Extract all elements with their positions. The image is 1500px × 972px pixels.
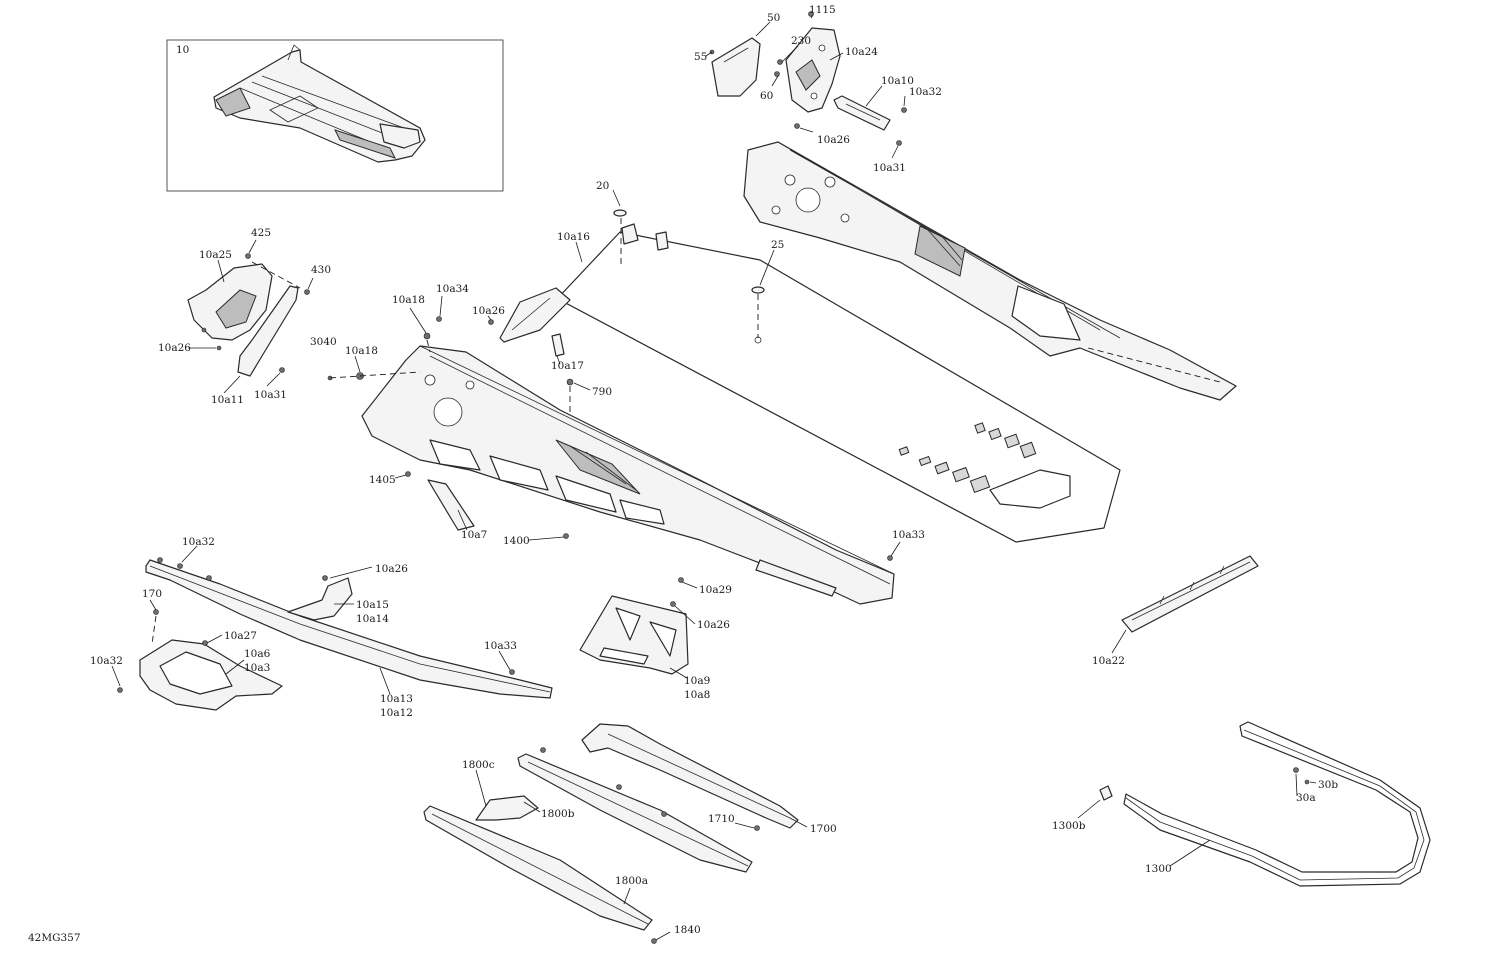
callout-label: 10a22 (1092, 655, 1125, 667)
callout-label: 10a33 (484, 640, 517, 652)
callout-label: 10a31 (873, 162, 906, 174)
callout-label: 10a24 (845, 46, 878, 58)
tunnel-cooling-slots (898, 422, 1037, 494)
callout-label: 10a26 (158, 342, 191, 354)
front-skid-plate (117, 609, 283, 711)
inset-assembly-view: 10 (166, 39, 504, 192)
diagram-reference-code: 42MG357 (28, 932, 81, 944)
callout-label: 1115 (809, 4, 836, 16)
callout-label: 10a32 (909, 86, 942, 98)
callout-label: 10a25 (199, 249, 232, 261)
fasteners-center (327, 316, 893, 583)
callout-label: 20 (596, 180, 609, 192)
callout-label: 10a33 (892, 529, 925, 541)
callout-label: 10a10 (881, 75, 914, 87)
callout-label: 10a17 (551, 360, 584, 372)
callout-label: 170 (142, 588, 162, 600)
bracket-10a15 (287, 575, 353, 621)
inset-frame (166, 39, 504, 192)
callout-label: 10a26 (817, 134, 850, 146)
callout-label: 10a3 (244, 662, 270, 674)
callout-labels: 50 1115 55 230 10a24 60 10a10 10a32 10a2… (90, 4, 1338, 936)
lower-rails (423, 723, 799, 944)
callout-label: 1800b (541, 808, 575, 820)
running-board-10a13 (145, 557, 553, 699)
upper-bracket-group (709, 11, 907, 146)
callout-label: 30a (1296, 792, 1316, 804)
callout-label: 10a32 (90, 655, 123, 667)
callout-label: 10a26 (472, 305, 505, 317)
callout-label: 10a8 (684, 689, 710, 701)
callout-label: 10a29 (699, 584, 732, 596)
rear-bumper-1300 (1099, 721, 1431, 887)
arm-10a10 (833, 95, 891, 131)
callout-label: 30b (1318, 779, 1338, 791)
callout-label: 790 (592, 386, 612, 398)
callout-label: 10a16 (557, 231, 590, 243)
callout-label: 10a32 (182, 536, 215, 548)
callout-label: 10a18 (392, 294, 425, 306)
rail-1700 (581, 723, 799, 829)
callout-label: 10a27 (224, 630, 257, 642)
callout-label: 1300b (1052, 820, 1086, 832)
rear-rail-10a22 (1121, 555, 1259, 633)
plate-10a7 (427, 479, 475, 531)
callout-label: 1405 (369, 474, 396, 486)
callout-label: 10a26 (375, 563, 408, 575)
bracket-1800b (475, 795, 539, 821)
callout-label: 1400 (503, 535, 530, 547)
callout-label: 430 (311, 264, 331, 276)
leader-lines (111, 14, 1317, 941)
callout-label: 60 (760, 90, 773, 102)
callout-label: 1800c (462, 759, 495, 771)
callout-label: 10a26 (697, 619, 730, 631)
callout-label: 10a18 (345, 345, 378, 357)
callout-label: 1840 (674, 924, 701, 936)
callout-label: 1800a (615, 875, 648, 887)
callout-label: 10a12 (380, 707, 413, 719)
callout-label: 55 (694, 51, 707, 63)
inset-chassis-illustration (213, 44, 426, 163)
callout-label: 10a6 (244, 648, 271, 660)
callout-label: 10a13 (380, 693, 413, 705)
callout-label: 10a15 (356, 599, 389, 611)
callout-label: 10a9 (684, 675, 710, 687)
callout-label: 10a11 (211, 394, 244, 406)
callout-label: 1300 (1145, 863, 1172, 875)
callout-label: 25 (771, 239, 784, 251)
callout-label: 10a14 (356, 613, 389, 625)
callout-label: 1710 (708, 813, 735, 825)
callout-label: 10a31 (254, 389, 287, 401)
callout-label: 50 (767, 12, 780, 24)
callout-label: 10a34 (436, 283, 469, 295)
callout-label: 10a7 (461, 529, 487, 541)
rear-bracket-plate (579, 595, 689, 675)
callout-label: 3040 (310, 336, 337, 348)
tunnel-top-panel (499, 209, 1121, 543)
left-upper-bracket (187, 253, 310, 377)
right-side-rail (743, 141, 1237, 401)
front-bulkhead (499, 287, 571, 343)
left-side-rail (361, 345, 895, 605)
callout-label: 230 (791, 35, 811, 47)
panel-50 (711, 37, 761, 97)
inset-label: 10 (176, 44, 189, 56)
callout-label: 425 (251, 227, 271, 239)
callout-label: 1700 (810, 823, 837, 835)
